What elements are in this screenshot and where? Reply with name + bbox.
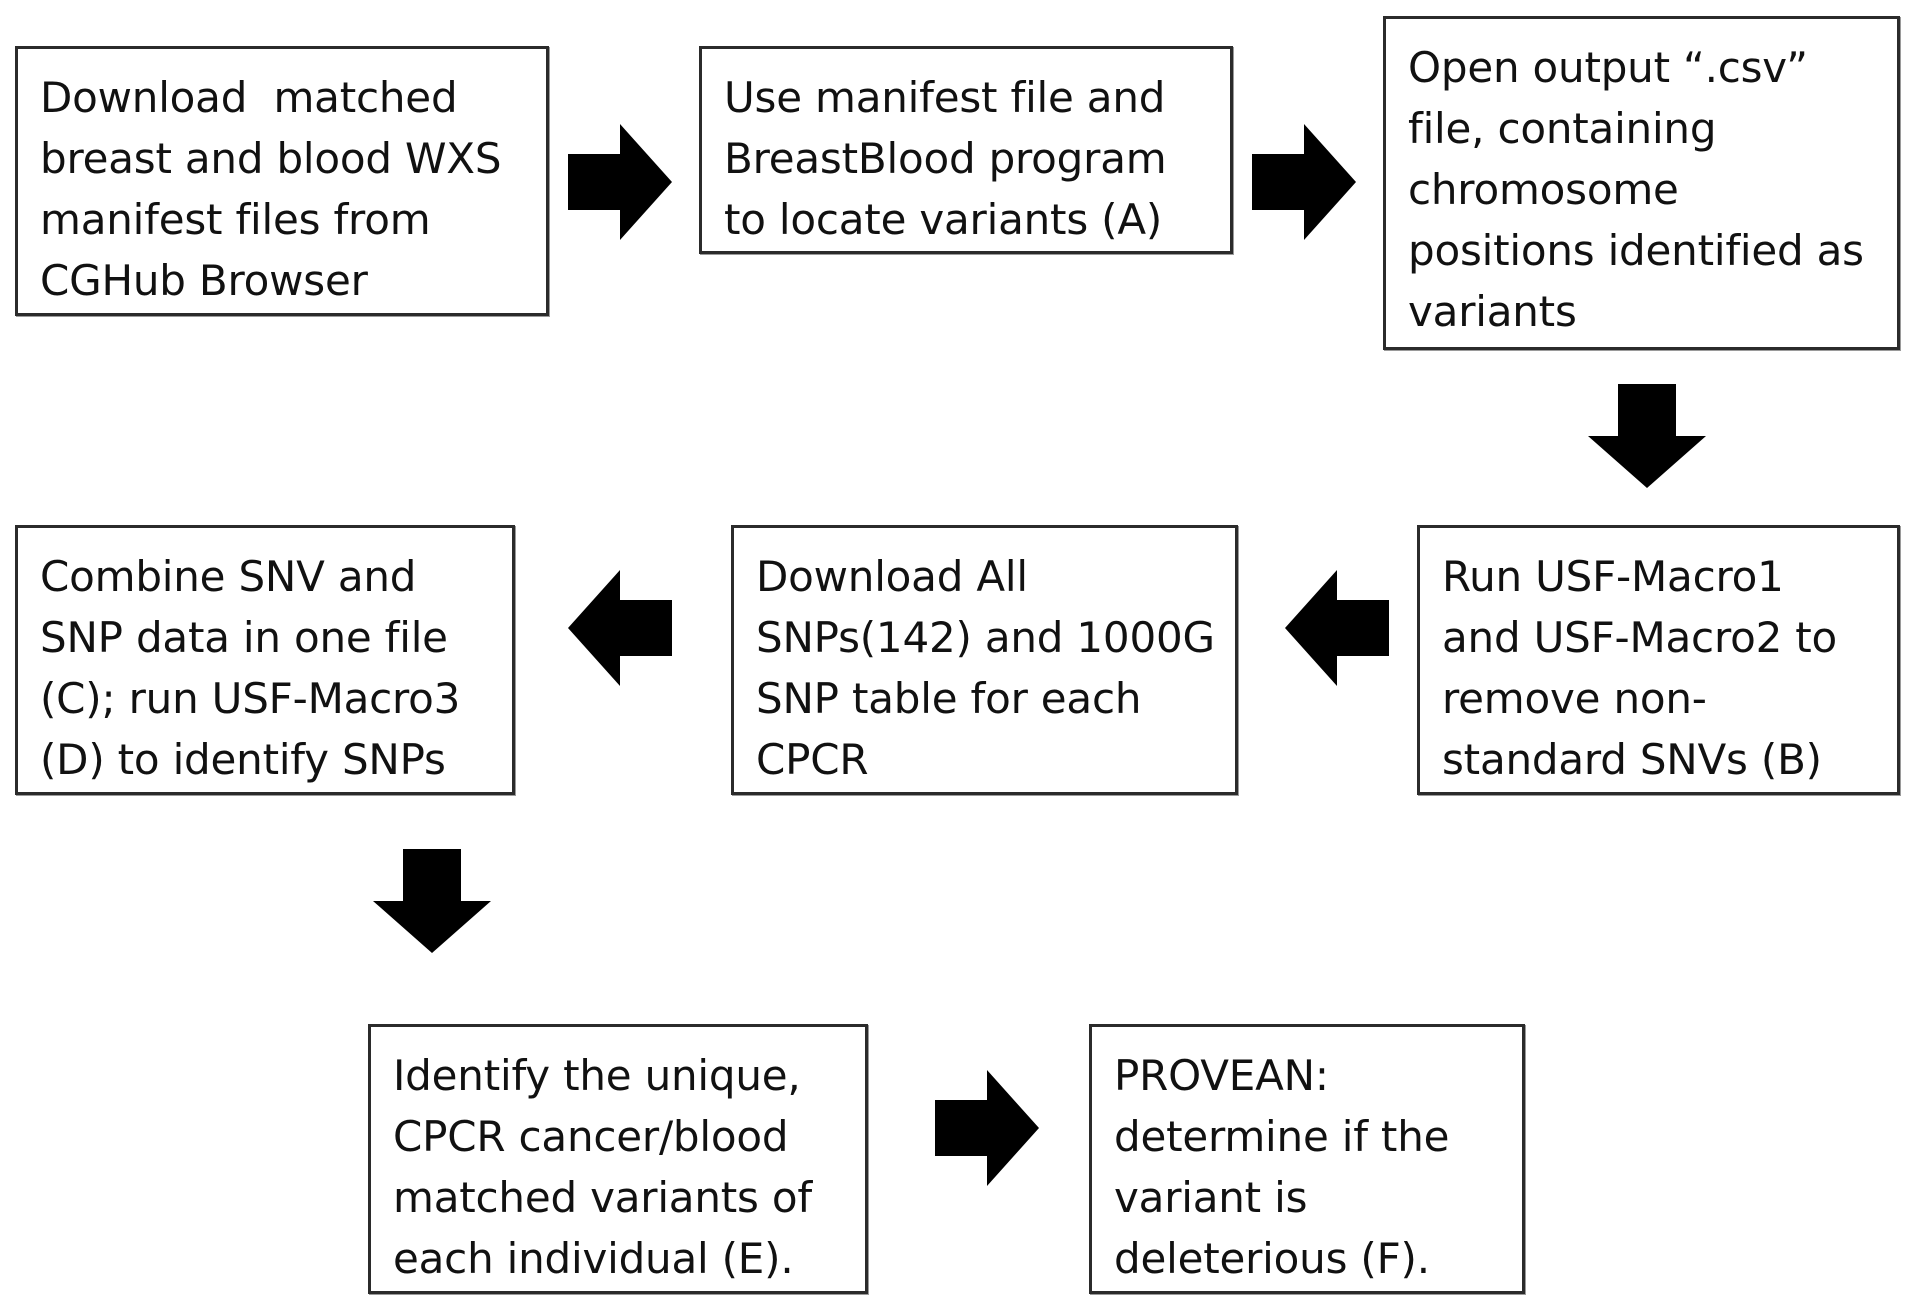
step-text-line: SNPs(142) and 1000G xyxy=(756,613,1215,662)
step-text-line: Download matched xyxy=(40,73,458,122)
step-text-line: deleterious (F). xyxy=(1114,1234,1430,1283)
step-text-line: (C); run USF-Macro3 xyxy=(40,674,461,723)
step-box-download-manifest: Download matched breast and blood WXS ma… xyxy=(15,46,549,316)
arrow-left-icon xyxy=(568,570,672,686)
step-text-line: matched variants of xyxy=(393,1173,812,1222)
step-box-provean: PROVEAN: determine if the variant is del… xyxy=(1089,1024,1525,1294)
arrow-down-icon xyxy=(373,849,491,953)
step-text-line: remove non- xyxy=(1442,674,1707,723)
step-box-run-macro1-2: Run USF-Macro1 and USF-Macro2 to remove … xyxy=(1417,525,1900,795)
step-text-line: positions identified as xyxy=(1408,226,1864,275)
step-box-breastblood-program: Use manifest file and BreastBlood progra… xyxy=(699,46,1233,254)
step-text-line: breast and blood WXS xyxy=(40,134,502,183)
step-box-download-snps: Download All SNPs(142) and 1000G SNP tab… xyxy=(731,525,1238,795)
step-text-line: standard SNVs (B) xyxy=(1442,735,1822,784)
step-text-line: Open output “.csv” xyxy=(1408,43,1808,92)
step-text-line: variant is xyxy=(1114,1173,1308,1222)
step-text-line: chromosome xyxy=(1408,165,1679,214)
arrow-down-icon xyxy=(1588,384,1706,488)
step-text-line: to locate variants (A) xyxy=(724,195,1163,244)
step-box-identify-unique: Identify the unique, CPCR cancer/blood m… xyxy=(368,1024,868,1294)
arrow-right-icon xyxy=(935,1070,1039,1186)
step-text-line: SNP table for each xyxy=(756,674,1142,723)
step-text-line: BreastBlood program xyxy=(724,134,1167,183)
step-text-line: SNP data in one file xyxy=(40,613,448,662)
step-text-line: variants xyxy=(1408,287,1577,336)
step-text-line: PROVEAN: xyxy=(1114,1051,1329,1100)
step-text-line: Combine SNV and xyxy=(40,552,417,601)
arrow-left-icon xyxy=(1285,570,1389,686)
step-text-line: file, containing xyxy=(1408,104,1717,153)
arrow-right-icon xyxy=(568,124,672,240)
step-text-line: each individual (E). xyxy=(393,1234,794,1283)
step-box-open-csv: Open output “.csv” file, containing chro… xyxy=(1383,16,1900,350)
step-text-line: manifest files from xyxy=(40,195,431,244)
step-text-line: (D) to identify SNPs xyxy=(40,735,446,784)
step-text-line: CPCR cancer/blood xyxy=(393,1112,789,1161)
step-text-line: Identify the unique, xyxy=(393,1051,801,1100)
step-text-line: CPCR xyxy=(756,735,869,784)
step-text-line: determine if the xyxy=(1114,1112,1450,1161)
step-text-line: Download All xyxy=(756,552,1028,601)
step-box-combine-snv-snp: Combine SNV and SNP data in one file (C)… xyxy=(15,525,515,795)
arrow-right-icon xyxy=(1252,124,1356,240)
step-text-line: CGHub Browser xyxy=(40,256,368,305)
step-text-line: and USF-Macro2 to xyxy=(1442,613,1838,662)
step-text-line: Run USF-Macro1 xyxy=(1442,552,1784,601)
step-text-line: Use manifest file and xyxy=(724,73,1166,122)
